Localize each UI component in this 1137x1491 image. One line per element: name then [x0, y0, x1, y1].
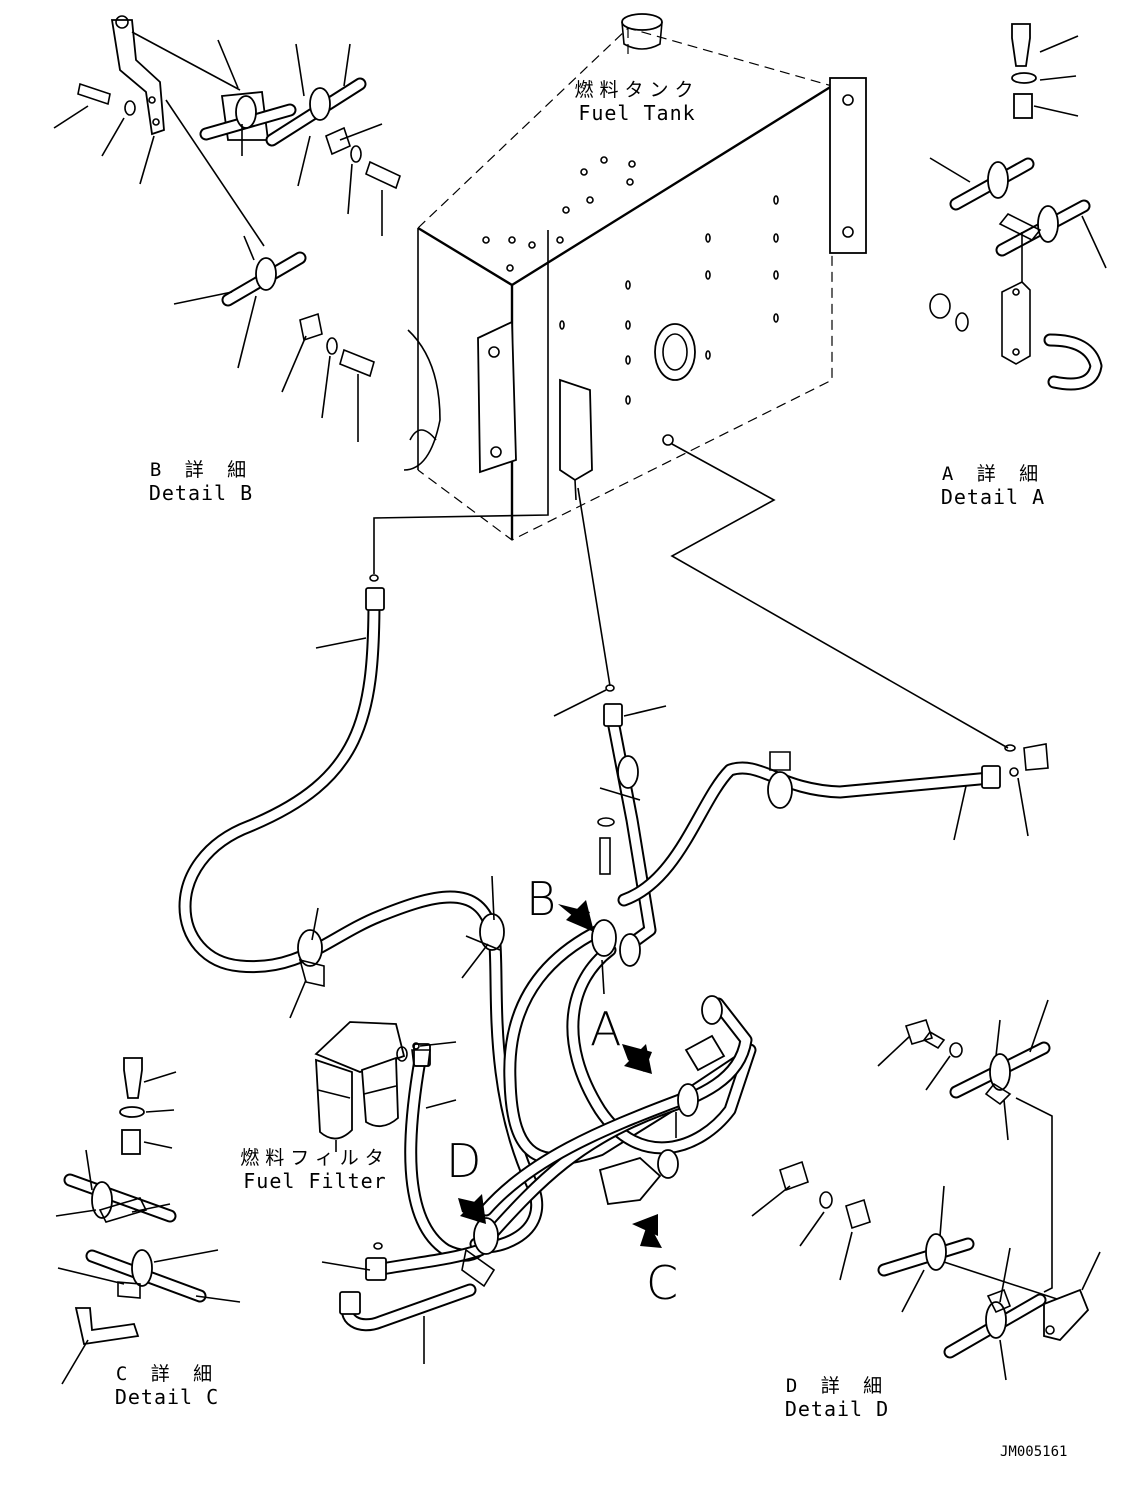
detail-b-label-en: Detail B [148, 480, 254, 505]
view-marker-c: C [646, 1256, 679, 1310]
drawing-code: JM005161 [1000, 1444, 1068, 1460]
detail-a-label-en: Detail A [940, 484, 1046, 509]
main-callout-leaders [289, 574, 1029, 1364]
fuel-filter-label-en: Fuel Filter [243, 1168, 387, 1193]
detail-d-label-en: Detail D [784, 1396, 890, 1421]
leader-b-fitting [373, 230, 549, 574]
fuel-tank [403, 13, 867, 541]
tank-top-bolts [482, 156, 636, 272]
detail-d-drawing [751, 999, 1101, 1381]
detail-a-drawing [929, 23, 1107, 391]
view-arrows [458, 900, 662, 1248]
leader-drain [670, 443, 1009, 749]
fuel-filter-drawing [314, 1021, 431, 1152]
detail-b-drawing [53, 15, 401, 442]
fuel-tank-label-jp: 燃料タンク [574, 79, 700, 101]
detail-c-label-en: Detail C [114, 1384, 220, 1409]
view-marker-a: A [590, 1002, 622, 1056]
fuel-tank-label: 燃料タンク Fuel Tank [572, 79, 702, 125]
detail-a-label-jp: A 詳 細 [941, 463, 1045, 485]
detail-c-label: C 詳 細 Detail C [112, 1363, 222, 1409]
fuel-filter-label: 燃料フィルタ Fuel Filter [240, 1147, 390, 1193]
view-marker-d: D [446, 1134, 482, 1188]
detail-c-label-jp: C 詳 細 [115, 1363, 219, 1385]
fuel-filter-label-jp: 燃料フィルタ [240, 1147, 390, 1169]
detail-d-label: D 詳 細 Detail D [782, 1375, 892, 1421]
detail-b-label: B 詳 細 Detail B [146, 459, 256, 505]
leader-a-fitting [577, 487, 611, 687]
detail-d-label-jp: D 詳 細 [785, 1375, 889, 1397]
detail-a-label: A 詳 細 Detail A [938, 463, 1048, 509]
detail-c-drawing [55, 1057, 241, 1385]
fuel-tank-label-en: Fuel Tank [578, 100, 696, 125]
detail-b-label-jp: B 詳 細 [149, 459, 253, 481]
main-hose-assembly [178, 587, 1049, 1332]
tank-side-holes [559, 195, 779, 405]
view-marker-b: B [526, 872, 557, 926]
